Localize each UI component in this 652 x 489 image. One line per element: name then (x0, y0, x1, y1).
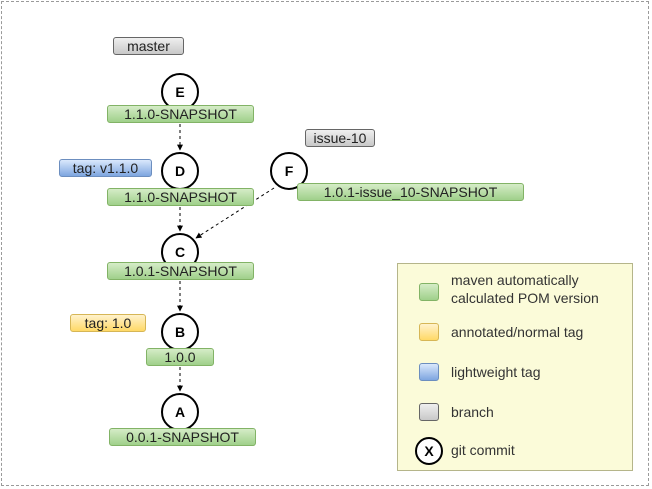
tag-v1-1-0: tag: v1.1.0 (59, 159, 152, 177)
branch-issue-10: issue-10 (305, 129, 375, 147)
legend-label-annotated: annotated/normal tag (451, 324, 584, 340)
version-c: 1.0.1-SNAPSHOT (107, 262, 254, 280)
legend-label-commit: git commit (451, 442, 515, 458)
version-b: 1.0.0 (146, 348, 214, 366)
legend-label-version: maven automatically calculated POM versi… (451, 272, 599, 306)
legend-swatch-branch (419, 403, 439, 421)
legend-swatch-lightweight (419, 363, 439, 381)
branch-master: master (113, 37, 184, 55)
commit-e[interactable]: E (161, 73, 199, 111)
version-e: 1.1.0-SNAPSHOT (107, 105, 254, 123)
legend-label-lightweight: lightweight tag (451, 364, 541, 380)
commit-b[interactable]: B (161, 313, 199, 351)
commit-d[interactable]: D (161, 152, 199, 190)
legend-commit-symbol: X (415, 437, 443, 465)
version-d: 1.1.0-SNAPSHOT (107, 188, 254, 206)
legend-swatch-annotated (419, 323, 439, 341)
version-a: 0.0.1-SNAPSHOT (109, 428, 256, 446)
legend: maven automatically calculated POM versi… (397, 263, 633, 471)
legend-swatch-version (419, 283, 439, 301)
legend-label-branch: branch (451, 404, 494, 420)
version-f: 1.0.1-issue_10-SNAPSHOT (297, 183, 524, 201)
commit-a[interactable]: A (161, 393, 199, 431)
tag-1-0: tag: 1.0 (70, 314, 146, 332)
